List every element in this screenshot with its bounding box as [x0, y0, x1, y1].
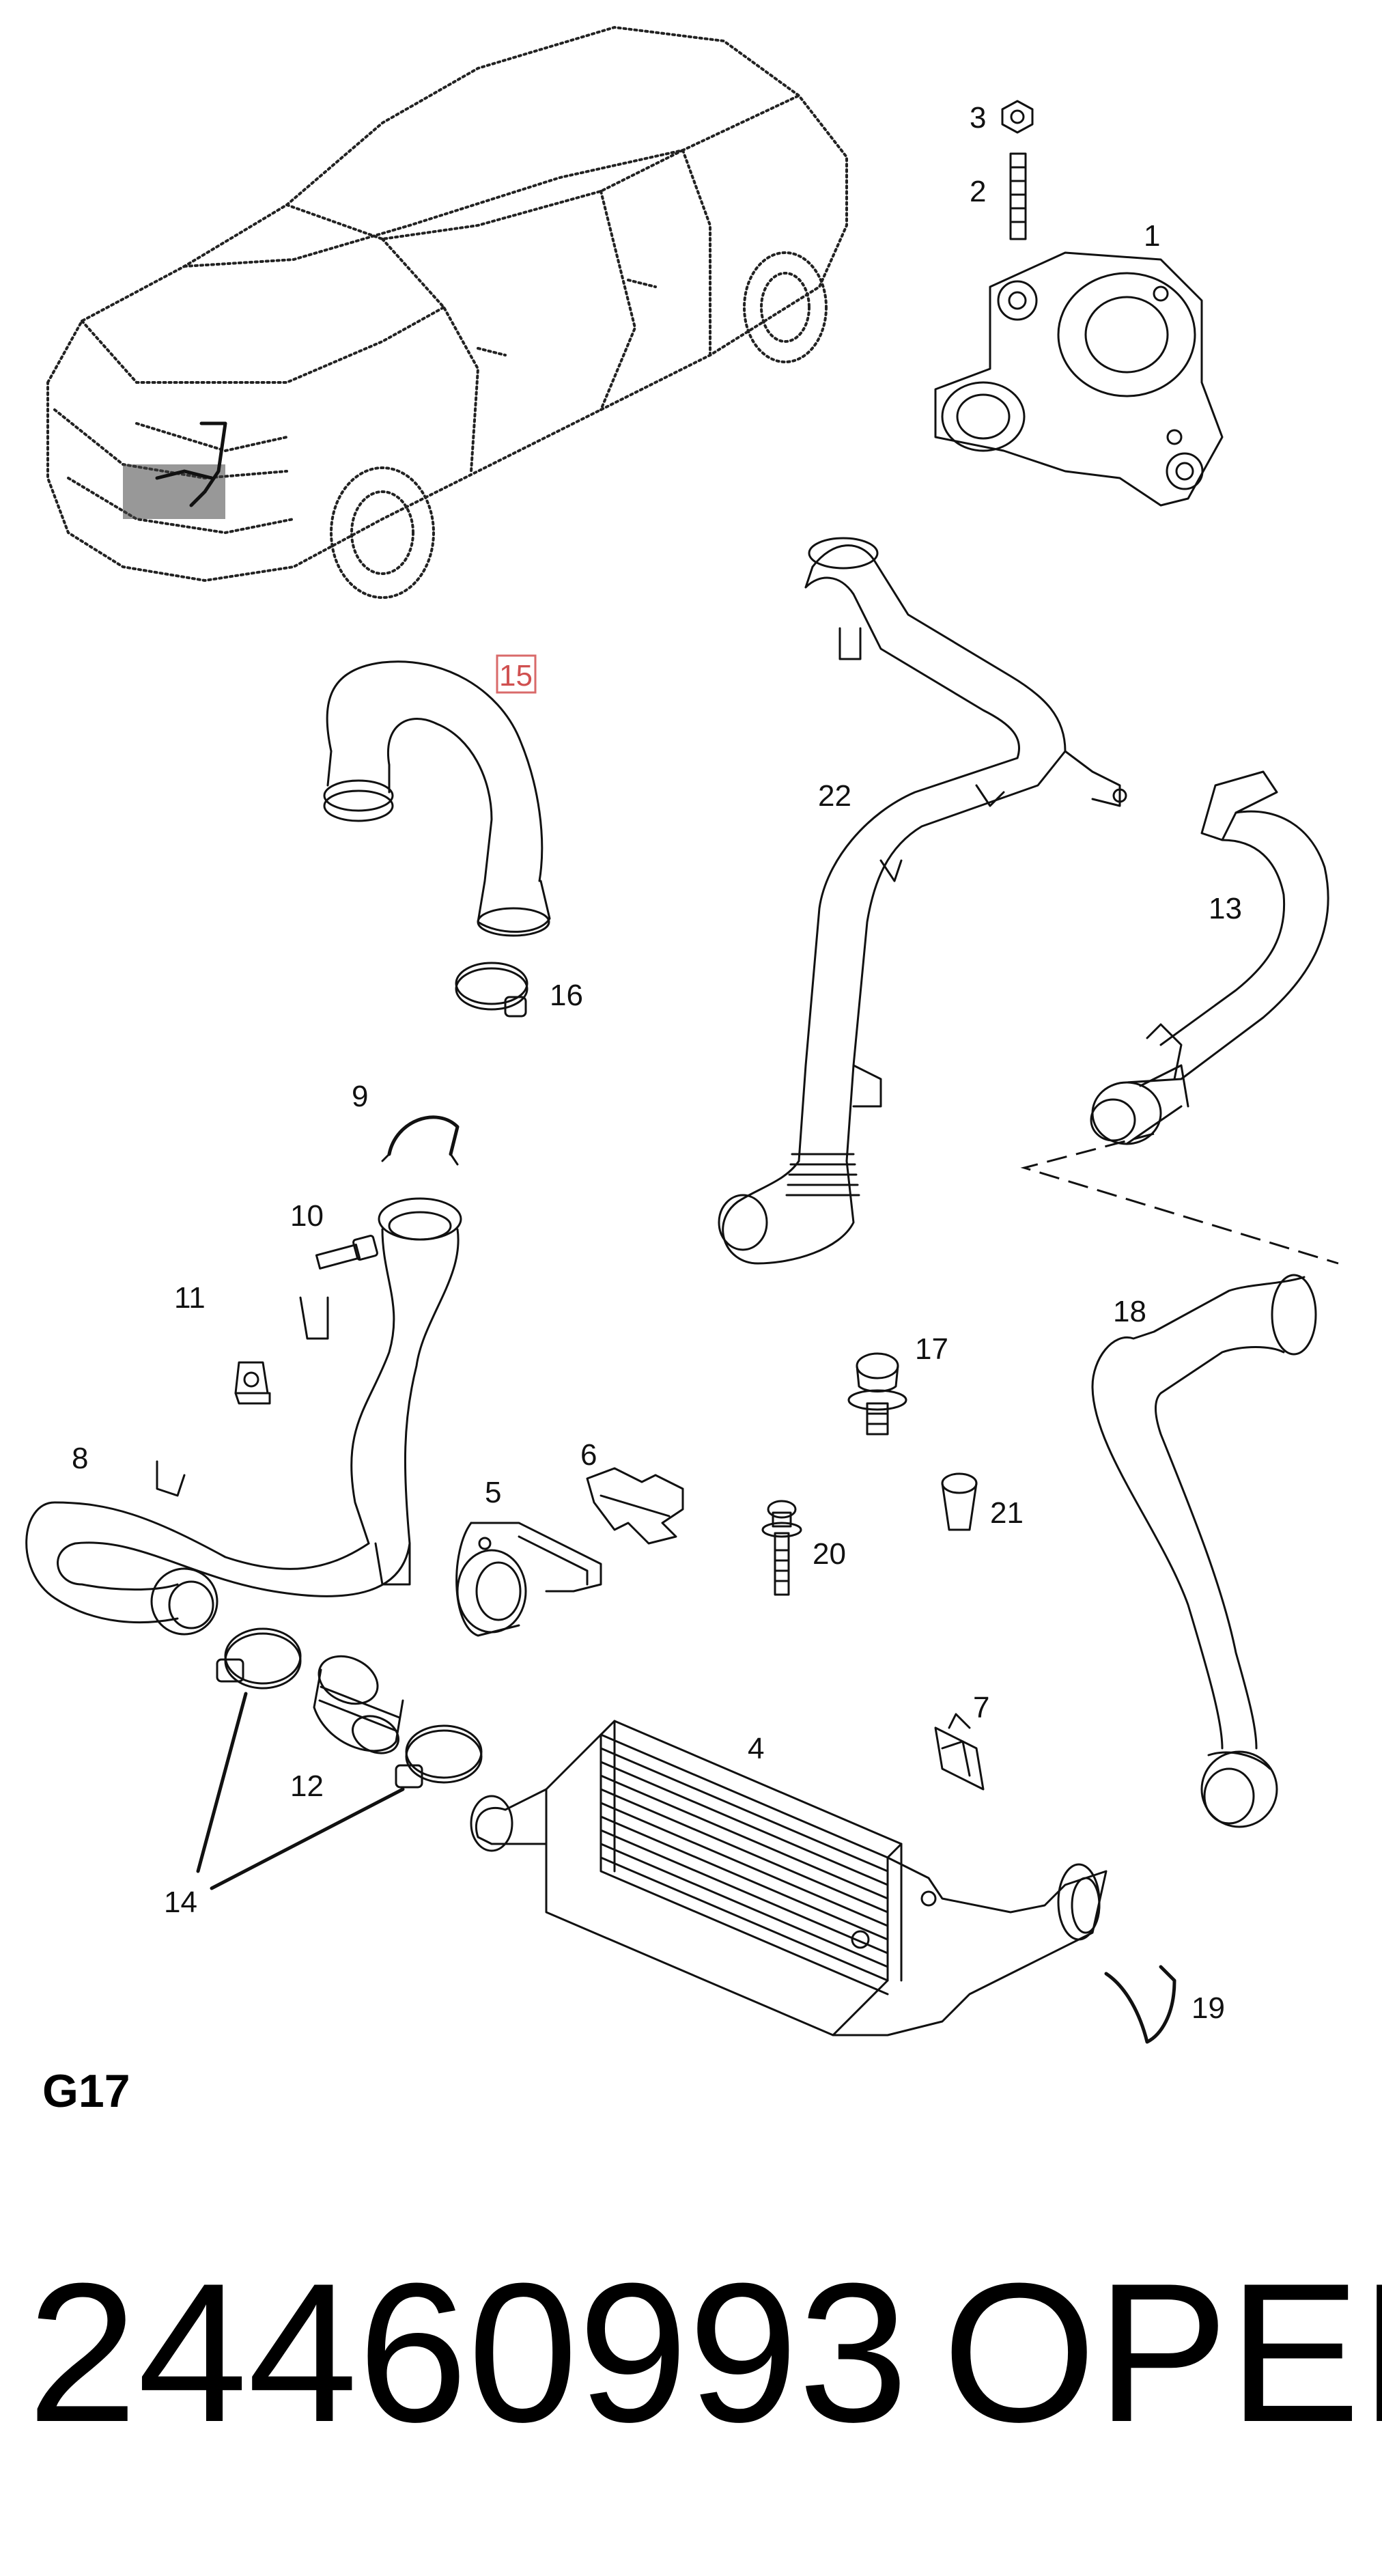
part-17-bolt: [847, 1352, 907, 1436]
part-4-intercooler: [470, 1720, 1108, 2036]
callout-16[interactable]: 16: [550, 979, 583, 1012]
part-13-hose: [1090, 770, 1329, 1145]
callout-2[interactable]: 2: [970, 175, 986, 208]
callout-10[interactable]: 10: [290, 1199, 324, 1233]
callout-3[interactable]: 3: [970, 101, 986, 135]
part-3-nut: [1001, 100, 1034, 134]
part-7-clip: [934, 1713, 985, 1791]
callout-18[interactable]: 18: [1113, 1295, 1146, 1328]
callout-11[interactable]: 11: [174, 1281, 206, 1315]
part-15-hose: [323, 660, 551, 937]
routing-dashed-line: [1020, 1132, 1339, 1265]
section-code: G17: [42, 2065, 130, 2117]
callout-22[interactable]: 22: [818, 779, 851, 813]
callout-1[interactable]: 1: [1144, 219, 1160, 253]
part-14-clamps: [196, 1627, 483, 1890]
brand-name: OPEL: [942, 2242, 1382, 2463]
part-12-coupling: [313, 1655, 404, 1754]
highlight-box-15: [496, 654, 537, 694]
callout-4[interactable]: 4: [748, 1732, 764, 1765]
callout-5[interactable]: 5: [485, 1476, 501, 1509]
part-18-hose: [1091, 1274, 1317, 1828]
callout-13[interactable]: 13: [1209, 892, 1242, 925]
part-10-bolt: [315, 1235, 378, 1270]
callout-9[interactable]: 9: [352, 1080, 368, 1113]
callout-6[interactable]: 6: [580, 1438, 597, 1472]
part-6-clip: [586, 1467, 684, 1545]
part-5-bracket: [455, 1522, 602, 1637]
callout-12[interactable]: 12: [290, 1769, 324, 1803]
callout-14[interactable]: 14: [164, 1886, 197, 1919]
callout-7[interactable]: 7: [973, 1691, 989, 1724]
part-20-bolt: [761, 1500, 802, 1596]
part-16-clamp: [455, 962, 528, 1018]
part-11-nut-clip: [234, 1361, 271, 1405]
part-22-pipe: [718, 537, 1127, 1265]
car-illustration: [46, 25, 848, 599]
part-8-pipe: [25, 1197, 462, 1636]
part-number: 24460993: [27, 2242, 908, 2463]
part-19-wire-clip: [1104, 1965, 1176, 2044]
part-9-clip: [381, 1115, 460, 1166]
callout-21[interactable]: 21: [990, 1496, 1024, 1530]
part-2-stud: [1009, 152, 1027, 240]
part-21-pin: [941, 1472, 978, 1531]
part-1-housing: [934, 251, 1224, 507]
callout-labels: 1 2 3 4 5 6 7 8 9 10 11 12 13 14 15 16 1…: [72, 101, 1242, 2025]
callout-19[interactable]: 19: [1191, 1991, 1225, 2025]
callout-15[interactable]: 15: [499, 659, 533, 692]
callout-8[interactable]: 8: [72, 1442, 88, 1475]
callout-17[interactable]: 17: [915, 1332, 948, 1366]
callout-20[interactable]: 20: [813, 1537, 846, 1571]
